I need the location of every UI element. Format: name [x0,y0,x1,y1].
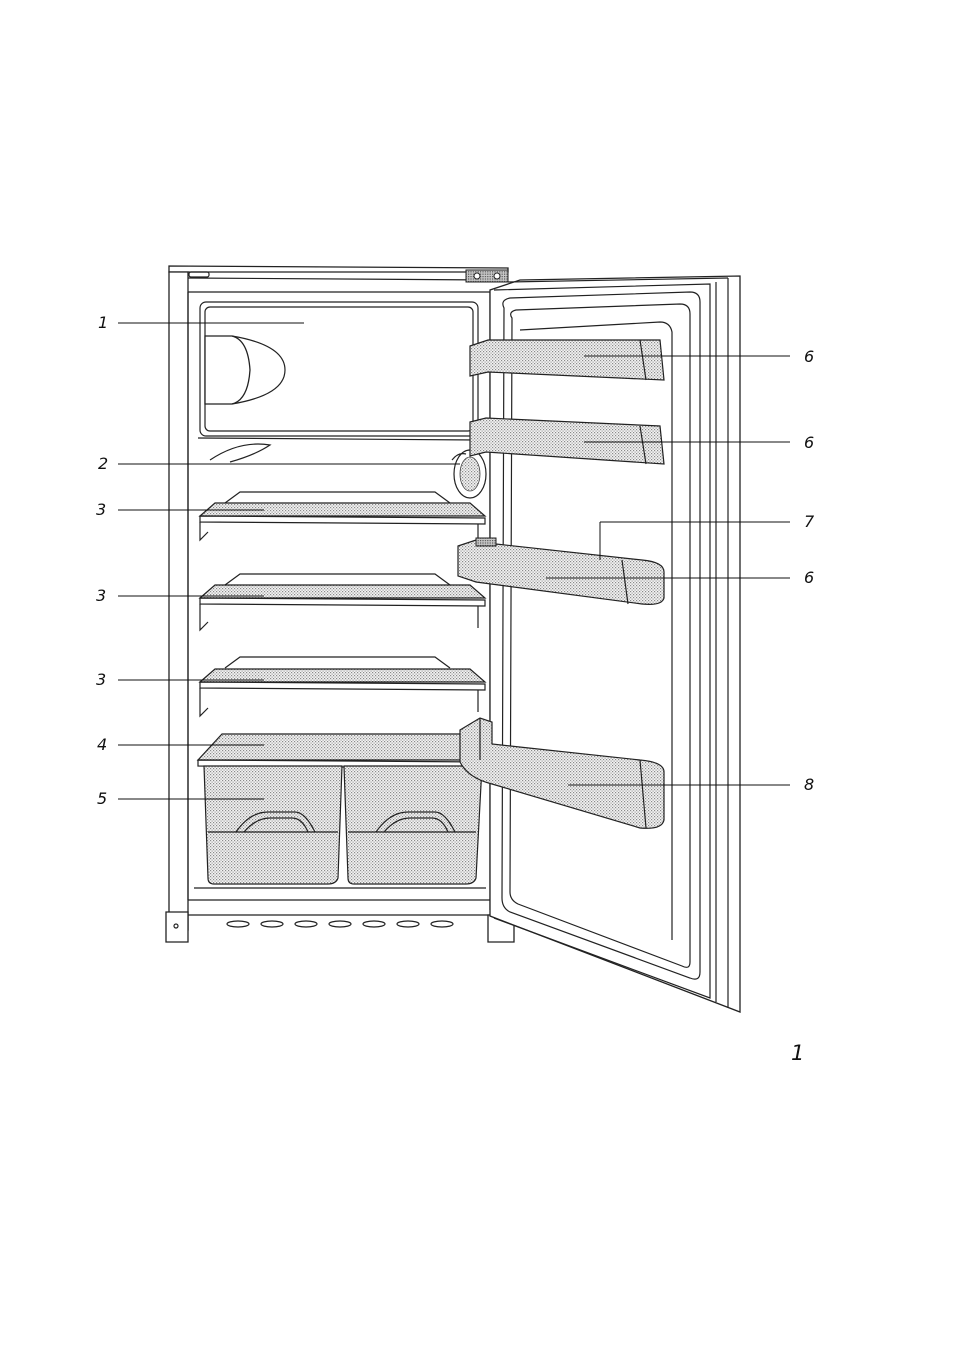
callout-5: 5 [97,789,107,808]
callout-3-lower: 3 [96,670,106,689]
freezer-compartment [198,302,478,462]
glass-shelf-top [200,492,485,540]
interior-lamp [452,450,486,498]
callout-3-middle: 3 [96,586,106,605]
door [490,276,740,1012]
crisper-cover [198,734,484,768]
glass-shelf-lower [200,657,485,716]
glass-shelf-middle [200,574,485,630]
crisper-drawer-left [204,766,342,884]
callout-7: 7 [804,512,815,531]
callout-6-second: 6 [804,433,814,452]
callout-8: 8 [804,775,814,794]
page-number: 1 [791,1041,804,1065]
callout-6-top: 6 [804,347,814,366]
callout-4: 4 [97,735,107,754]
vent-slots [227,921,453,927]
callout-3-top: 3 [96,500,106,519]
callout-6-third: 6 [804,568,814,587]
callout-2: 2 [98,454,108,473]
callout-1: 1 [98,313,108,332]
crisper-drawer-right [344,766,482,884]
